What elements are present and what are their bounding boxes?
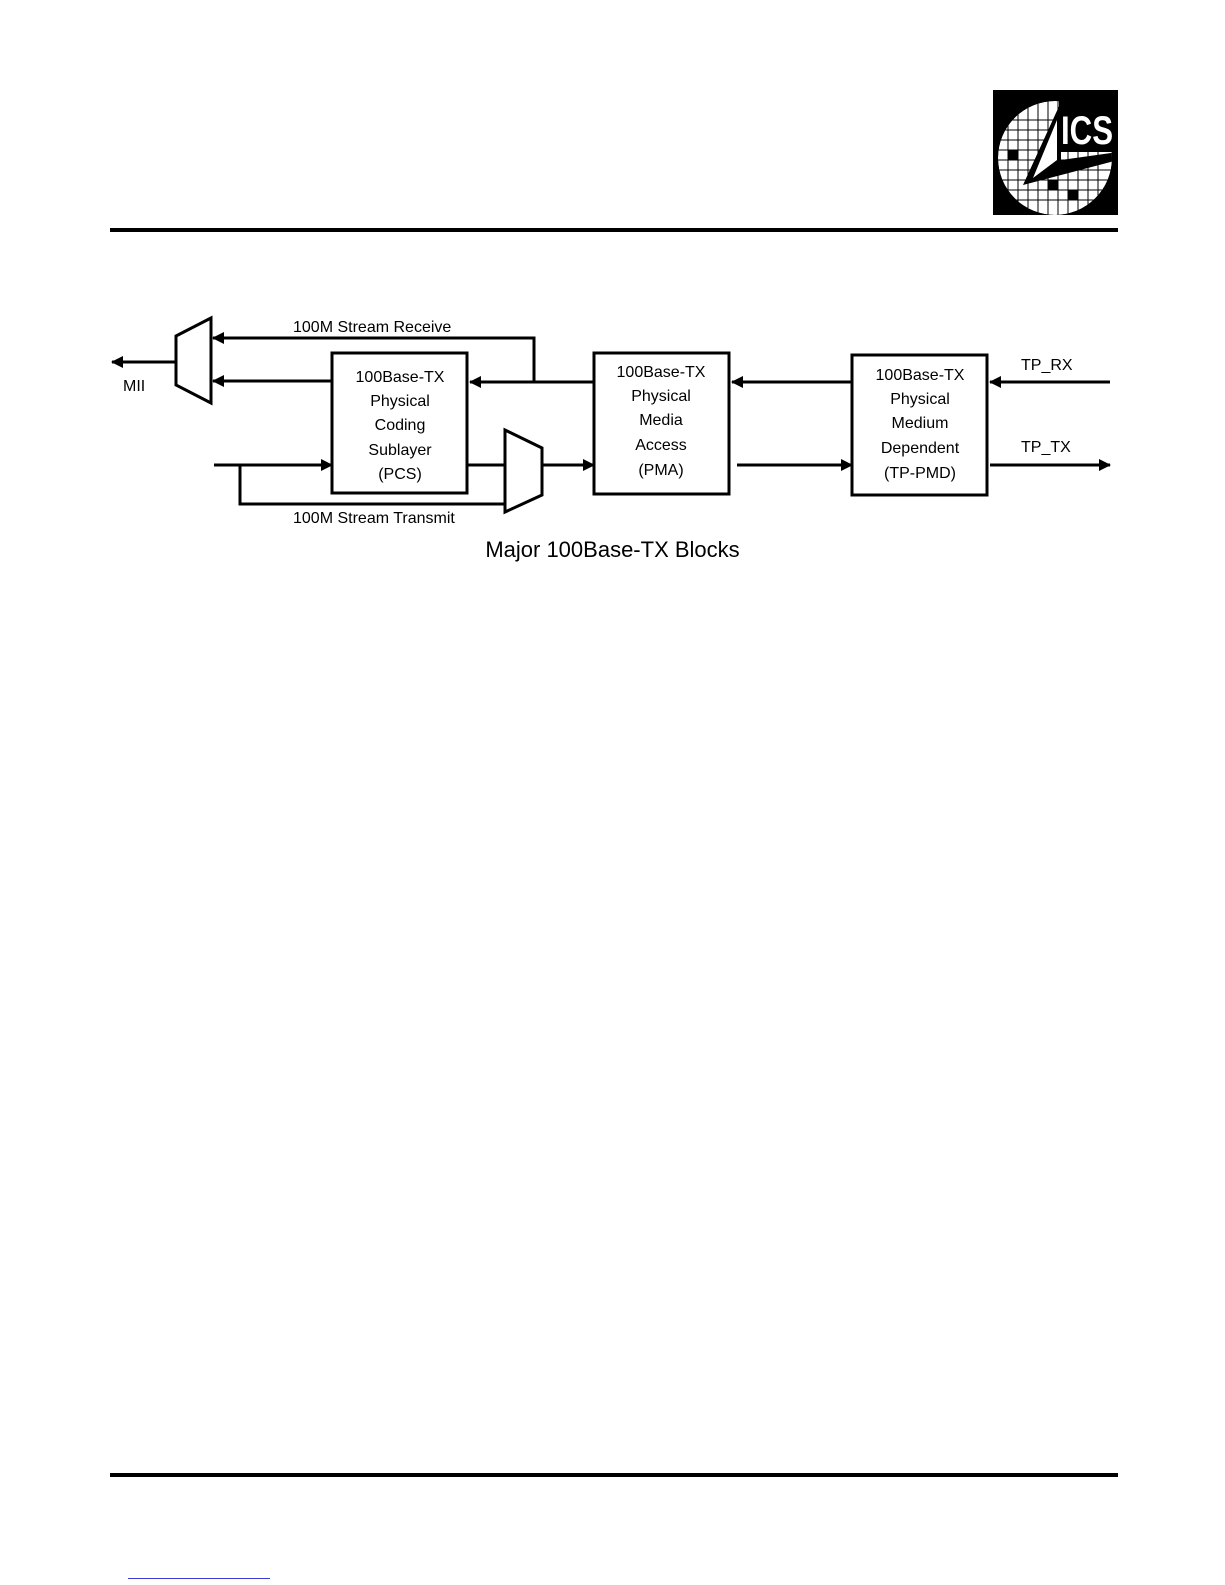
- ics-logo: ICS: [993, 90, 1118, 215]
- footer-link-underline: [128, 1578, 270, 1579]
- pma-line-2: Physical: [631, 388, 691, 405]
- header-rule: [110, 228, 1118, 232]
- pmd-line-1: 100Base-TX: [876, 367, 965, 384]
- pcs-line-1: 100Base-TX: [356, 369, 445, 386]
- pmd-line-3: Medium: [892, 415, 949, 432]
- pma-line-3: Media: [639, 412, 683, 429]
- tp-rx-label: TP_RX: [1021, 357, 1073, 374]
- pmd-line-2: Physical: [890, 391, 950, 408]
- logo-text: ICS: [1061, 109, 1113, 153]
- pma-line-1: 100Base-TX: [617, 364, 706, 381]
- receive-mux: [176, 318, 211, 403]
- pcs-line-2: Physical: [370, 393, 430, 410]
- stream-transmit-label: 100M Stream Transmit: [293, 510, 455, 527]
- diagram-caption: Major 100Base-TX Blocks: [0, 537, 1225, 563]
- pma-line-4: Access: [635, 437, 687, 454]
- pcs-line-4: Sublayer: [368, 442, 432, 459]
- transmit-mux: [505, 430, 542, 512]
- tp-tx-label: TP_TX: [1021, 439, 1071, 456]
- pma-line-5: (PMA): [638, 462, 683, 479]
- pmd-line-4: Dependent: [881, 440, 960, 457]
- pcs-line-3: Coding: [375, 417, 426, 434]
- footer-rule: [110, 1473, 1118, 1477]
- mii-label: MII: [123, 378, 145, 395]
- stream-receive-label: 100M Stream Receive: [293, 319, 451, 336]
- pmd-line-5: (TP-PMD): [884, 465, 956, 482]
- pcs-line-5: (PCS): [378, 466, 422, 483]
